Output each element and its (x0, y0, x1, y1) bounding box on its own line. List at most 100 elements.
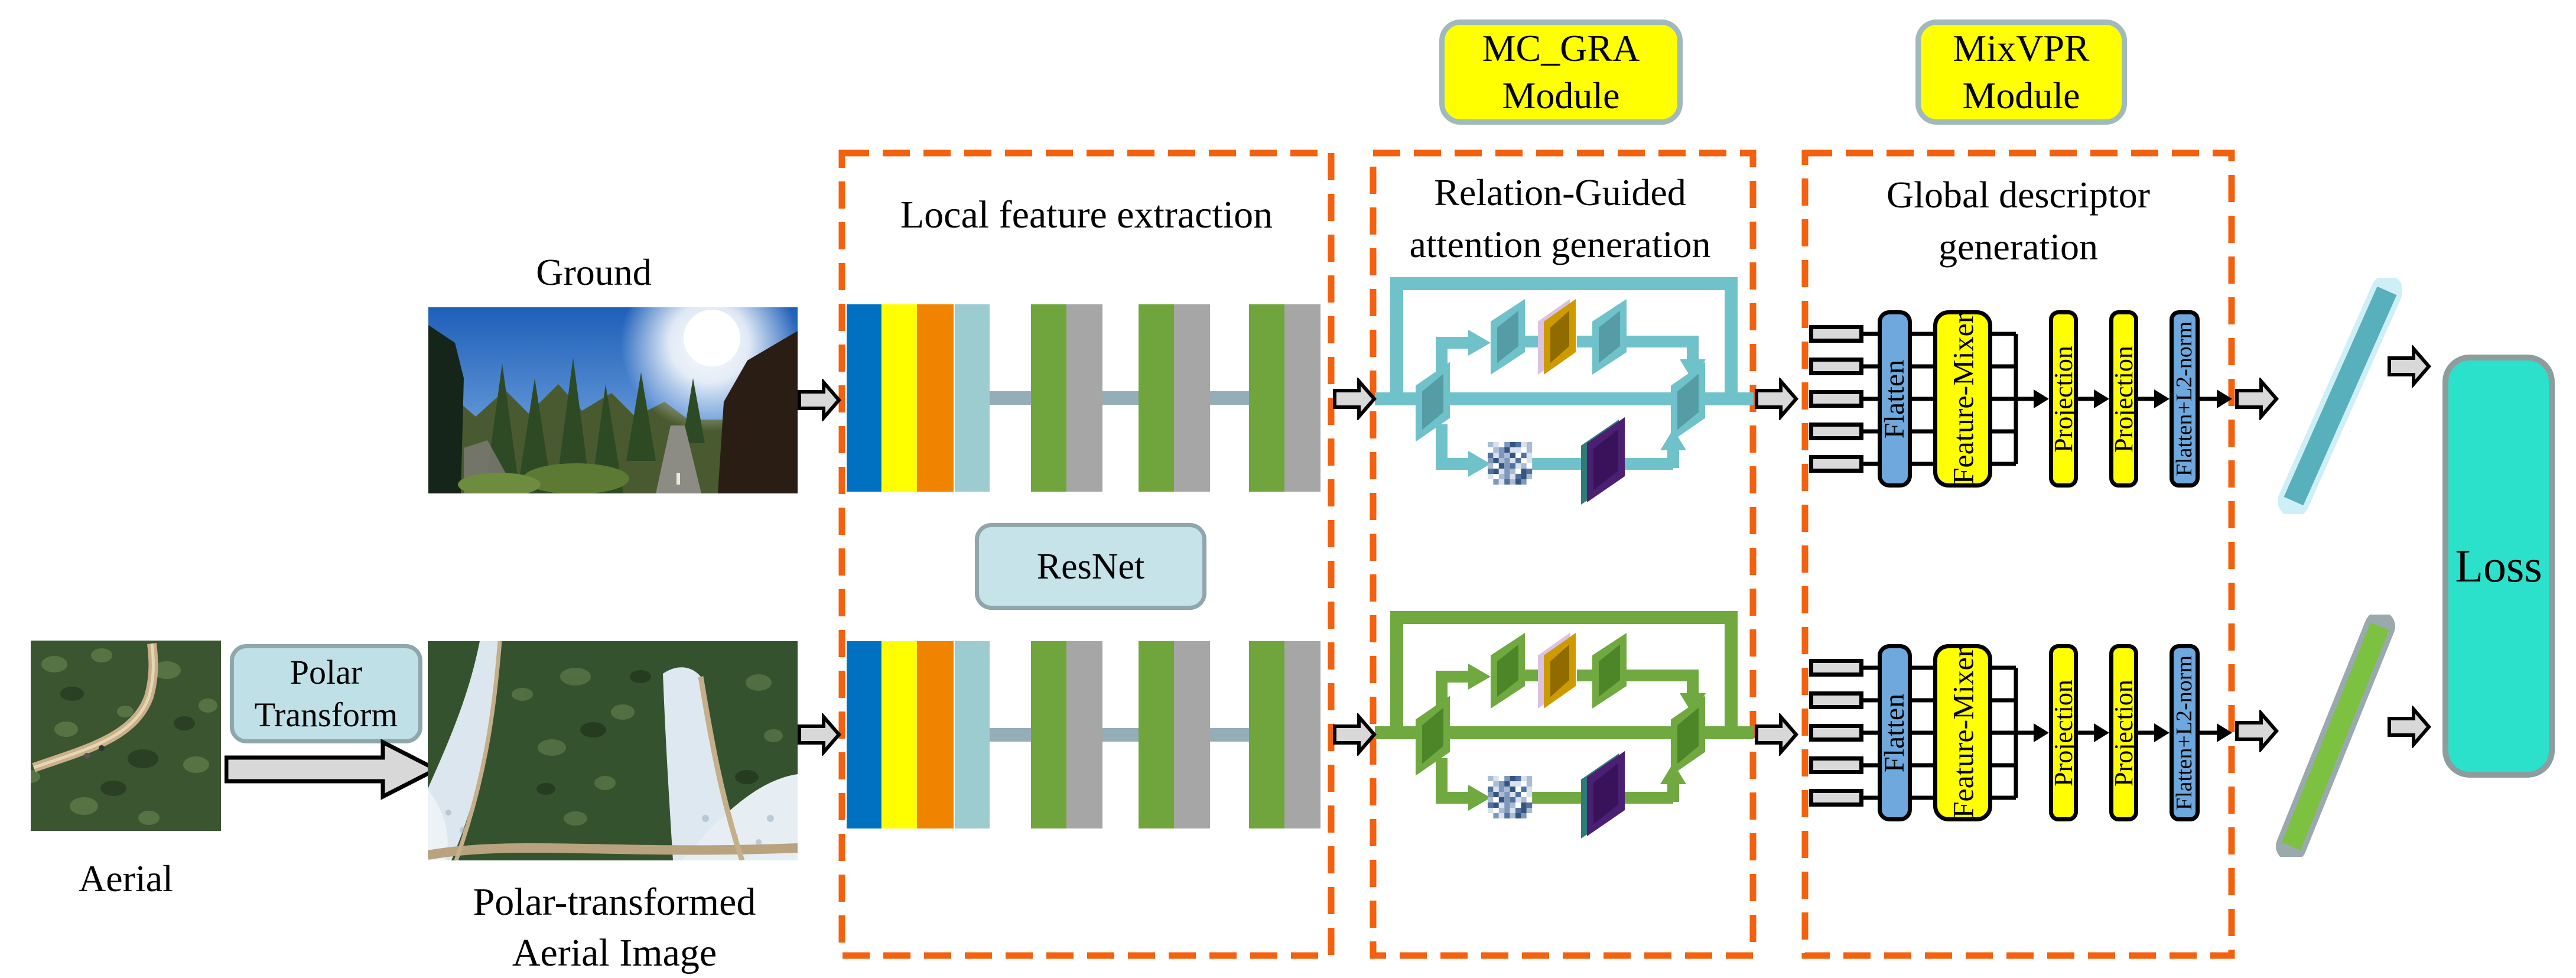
mixvpr-connectors (1863, 665, 2232, 800)
flow-arrow-icon (798, 713, 841, 756)
global-title-line2: generation (1938, 226, 2099, 268)
feature-slice-bar (1809, 691, 1863, 709)
arrowhead-icon (1468, 330, 1491, 356)
feature-map-bar (1139, 641, 1174, 828)
ground-label: Ground (536, 251, 652, 293)
feature-map-bar (1249, 641, 1284, 828)
ground-descriptor-bar (2278, 278, 2402, 514)
feature-map-bar (917, 641, 954, 828)
resnet-box: ResNet (975, 523, 1206, 610)
polar-transform-line2: Transform (254, 696, 398, 734)
flow-arrow-icon (2235, 710, 2279, 752)
projection2-bar: Projection (2109, 310, 2138, 488)
feature-map-bar (882, 641, 917, 828)
feature-map-bar (1174, 641, 1210, 828)
feature-map-bar (1066, 304, 1102, 492)
feature-map-bar (1284, 641, 1320, 828)
skip-loop (1390, 277, 1738, 399)
feature-slice-bar (1809, 325, 1863, 343)
arrowhead-icon (1680, 359, 1706, 381)
relation-attention-graph-aerial (1375, 611, 1754, 839)
arrowhead-icon (2094, 723, 2109, 742)
l2norm-bar: Flatten+L2-norm (2170, 310, 2200, 488)
ground-panorama-image (428, 307, 798, 493)
mixvpr-module-tag-line1: MixVPR (1953, 27, 2090, 69)
feature-slice-bar (1809, 756, 1863, 774)
polar-transform-arrow-icon (225, 739, 440, 800)
feature-map-bar (1139, 304, 1174, 492)
arrowhead-icon (2034, 389, 2049, 408)
attention-title-line2: attention generation (1409, 223, 1711, 265)
arrowhead-icon (2217, 389, 2232, 408)
resnet-feature-stack-ground (841, 304, 1332, 492)
flow-arrow-icon (1333, 713, 1377, 756)
feature-slice-bar (1809, 659, 1863, 677)
flow-arrow-icon (2235, 378, 2279, 420)
aerial-image (31, 641, 221, 831)
flow-arrow-icon (1755, 713, 1798, 756)
polar-image-label-line2: Aerial Image (512, 931, 717, 974)
flow-arrow-icon (2388, 706, 2431, 748)
arrowhead-icon (2034, 723, 2049, 742)
resnet-connector (990, 728, 1032, 742)
projection1-bar: Projection (2049, 644, 2078, 821)
feature-slice-bar (1809, 724, 1863, 742)
feature-map-bar (847, 304, 882, 492)
relation-attention-graph-ground (1375, 277, 1754, 505)
loss-box: Loss (2442, 355, 2555, 778)
feature-map-bar (1249, 304, 1284, 492)
aerial-label: Aerial (79, 857, 173, 899)
resnet-connector (1102, 728, 1140, 742)
feature-map-bar (955, 304, 990, 492)
resnet-connector (990, 391, 1032, 405)
mixvpr-module-tag: MixVPR Module (1915, 20, 2127, 125)
attention-matrix-icon (1488, 776, 1533, 818)
mixvpr-pipeline-aerial: Flatten Feature-Mixer Projection Project… (1804, 635, 2232, 830)
feature-map-bar (1174, 304, 1210, 492)
mixvpr-pipeline-ground: Flatten Feature-Mixer Projection Project… (1804, 301, 2232, 496)
feature-map-bar (955, 641, 990, 828)
arrowhead-icon (2094, 389, 2109, 408)
projection2-bar: Projection (2109, 644, 2138, 821)
polar-transformed-aerial-image (428, 641, 798, 860)
stage-box-attention (1370, 150, 1757, 959)
stage-box-global-descriptor (1801, 150, 2235, 959)
feature-slice-bar (1809, 423, 1863, 440)
arrowhead-icon (1468, 451, 1491, 477)
feature-map-bar (847, 641, 882, 828)
projection1-bar: Projection (2049, 310, 2078, 488)
flatten-bar: Flatten (1878, 310, 1912, 488)
flow-arrow-icon (1333, 378, 1377, 420)
arrowhead-icon (1468, 785, 1491, 811)
polar-image-label-line1: Polar-transformed (473, 880, 756, 924)
mcgra-module-tag-line1: MC_GRA (1482, 27, 1640, 69)
local-feature-title: Local feature extraction (900, 193, 1273, 236)
arrowhead-icon (2217, 723, 2232, 742)
feature-slice-bar (1809, 358, 1863, 375)
aerial-descriptor-bar (2276, 615, 2395, 857)
arrowhead-icon (2154, 723, 2170, 742)
feature-slice-bar (1809, 789, 1863, 807)
feature-mixer-bar: Feature-Mixer (1933, 310, 1992, 488)
polar-transform-box: Polar Transform (230, 644, 422, 743)
arrowhead-icon (1468, 664, 1491, 690)
mixvpr-connectors (1863, 332, 2232, 466)
feature-map-bar (1066, 641, 1102, 828)
feature-slice-bar (1809, 455, 1863, 473)
mcgra-module-tag-line2: Module (1502, 74, 1620, 116)
resnet-connector (1210, 728, 1250, 742)
attention-matrix-icon (1488, 442, 1533, 485)
flatten-bar: Flatten (1878, 644, 1912, 821)
mixvpr-module-tag-line2: Module (1962, 74, 2080, 116)
feature-map-bar (1031, 304, 1066, 492)
resnet-connector (1210, 391, 1250, 405)
feature-map-bar (1284, 304, 1320, 492)
l2norm-bar: Flatten+L2-norm (2170, 644, 2200, 821)
feature-slice-bar (1809, 390, 1863, 408)
resnet-feature-stack-aerial (841, 641, 1332, 828)
feature-map-bar (1031, 641, 1066, 828)
polar-transform-line1: Polar (290, 653, 363, 691)
resnet-connector (1102, 391, 1140, 405)
flow-arrow-icon (798, 379, 841, 421)
